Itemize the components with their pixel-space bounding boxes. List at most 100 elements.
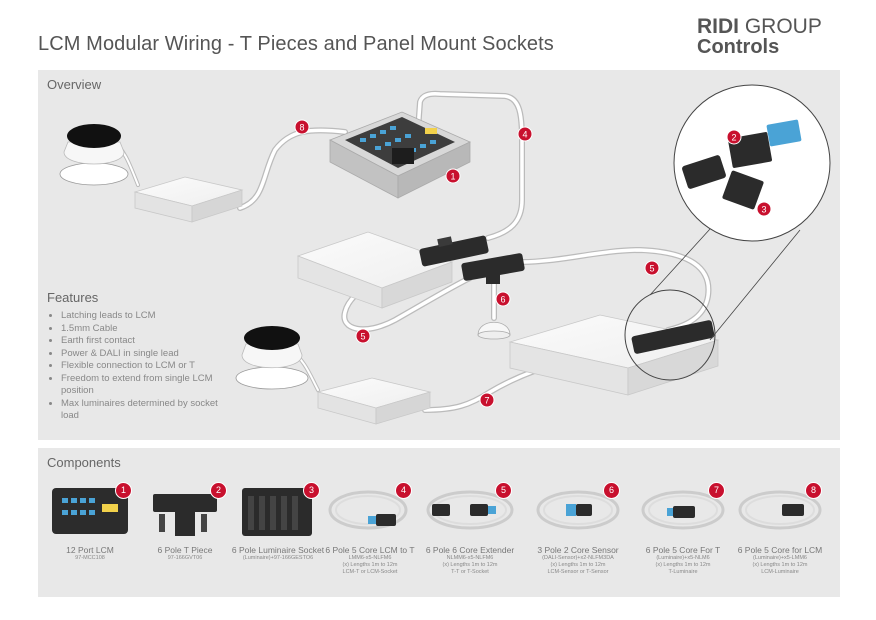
luminaire-socket-icon <box>242 488 312 536</box>
t-piece-icon <box>153 494 217 536</box>
component-code: NLMM6-x5-NLFM6 <box>446 555 494 561</box>
feature-item: 1.5mm Cable <box>61 323 222 336</box>
feature-item: Latching leads to LCM <box>61 310 222 323</box>
callout-3-text: 3 <box>761 205 766 215</box>
page-title: LCM Modular Wiring - T Pieces and Panel … <box>38 33 554 55</box>
callout-2: 2 <box>726 129 742 145</box>
cable-4 <box>415 90 525 241</box>
component-name: 6 Pole 5 Core For T <box>645 545 721 555</box>
component-t-piece: 2 6 Pole T Piece 97-166GVT06 <box>135 470 235 562</box>
component-luminaire-socket: 3 6 Pole Luminaire Socket (Luminaire)+97… <box>228 470 328 562</box>
driver-box-top <box>133 176 244 223</box>
component-name: 6 Pole 5 Core for LCM <box>737 545 823 555</box>
feature-item: Max luminaires determined by socket load <box>61 398 222 423</box>
magnifier-small-circle <box>624 289 716 381</box>
callout-1-text: 1 <box>450 172 455 182</box>
panel-socket <box>631 320 715 354</box>
component-code: LMM6-x5-NLFM6 <box>348 555 392 561</box>
cable-coil-icon <box>536 490 620 530</box>
component-code: (x) Lengths 1m to 12m <box>655 562 711 568</box>
brand-logo: RIDI GROUP Controls <box>697 15 822 58</box>
component-code: T-Luminaire <box>668 569 698 575</box>
component-name: 6 Pole 6 Core Extender <box>425 545 515 555</box>
downlight-icon-bottom <box>235 326 309 390</box>
cable-coil-icon <box>738 490 822 530</box>
brand-subtitle: Controls <box>697 36 780 58</box>
component-code: 97-166GVT06 <box>167 555 203 561</box>
component-lcm-luminaire-cable: 8 6 Pole 5 Core for LCM (Luminaire)+x5-L… <box>730 470 830 576</box>
component-badge: 4 <box>395 482 412 499</box>
overview-title: Overview <box>47 77 102 92</box>
cable-8 <box>237 127 348 211</box>
brand-name-rest: GROUP <box>739 15 822 38</box>
component-code: (Luminaire)+x5-LMM6 <box>753 555 807 561</box>
callout-7-text: 7 <box>484 396 489 406</box>
component-badge: 2 <box>210 482 227 499</box>
callout-5-left: 5 <box>355 328 371 344</box>
t-piece-upper <box>419 235 489 267</box>
component-code: LCM-Luminaire <box>761 569 799 575</box>
callout-6: 6 <box>495 291 511 307</box>
callout-4: 4 <box>517 126 533 142</box>
component-code: LCM-Sensor or T-Sensor <box>547 569 609 575</box>
component-code: 97-MCC108 <box>75 555 105 561</box>
brand-name-bold: RIDI <box>697 15 739 38</box>
callout-6-text: 6 <box>500 295 505 305</box>
feature-item: Power & DALI in single lead <box>61 348 222 361</box>
callout-1: 1 <box>445 168 461 184</box>
component-code: (x) Lengths 1m to 12m <box>442 562 498 568</box>
component-badge: 7 <box>708 482 725 499</box>
component-code: (x) Lengths 1m to 12m <box>342 562 398 568</box>
callout-5-left-text: 5 <box>360 332 365 342</box>
sensor-icon <box>477 322 511 340</box>
driver-box-bottom <box>316 377 432 425</box>
component-code: LCM-T or LCM-Socket <box>342 569 398 575</box>
component-code: T-T or T-Socket <box>451 569 489 575</box>
callouts: 1 2 3 4 5 5 6 7 8 <box>294 119 772 408</box>
callout-5-right: 5 <box>644 260 660 276</box>
component-badge: 1 <box>115 482 132 499</box>
cable-coil-icon <box>641 490 725 530</box>
features-list: Latching leads to LCM 1.5mm Cable Earth … <box>47 310 222 423</box>
feature-item: Freedom to extend from single LCM positi… <box>61 373 222 398</box>
downlight-icon-top <box>59 124 129 186</box>
component-extender-cable: 5 6 Pole 6 Core Extender NLMM6-x5-NLFM6 … <box>420 470 520 576</box>
cable-coil-icon <box>426 490 514 530</box>
callout-2-text: 2 <box>731 133 736 143</box>
component-code: (x) Lengths 1m to 12m <box>550 562 606 568</box>
feature-item: Earth first contact <box>61 335 222 348</box>
features-title: Features <box>47 290 99 305</box>
cable-coil-icon <box>328 490 408 530</box>
callout-7: 7 <box>479 392 495 408</box>
component-code: (x) Lengths 1m to 12m <box>752 562 808 568</box>
features-section: Features Latching leads to LCM 1.5mm Cab… <box>47 290 222 423</box>
component-name: 6 Pole Luminaire Socket <box>231 545 325 555</box>
callout-3: 3 <box>756 201 772 217</box>
component-badge: 8 <box>805 482 822 499</box>
feature-item: Flexible connection to LCM or T <box>61 360 222 373</box>
lcm-unit <box>329 111 471 199</box>
component-sensor-cable: 6 3 Pole 2 Core Sensor (DALI-Sensor)+x2-… <box>528 470 628 576</box>
ceiling-tile-right <box>508 314 720 396</box>
component-lcm-to-t-cable: 4 6 Pole 5 Core LCM to T LMM6-x5-NLFM6 (… <box>320 470 420 576</box>
t-piece-lower <box>461 253 525 284</box>
callout-8: 8 <box>294 119 310 135</box>
components-title: Components <box>47 455 121 470</box>
component-badge: 5 <box>495 482 512 499</box>
component-code: (Luminaire)+x5-NLM6 <box>656 555 710 561</box>
component-badge: 3 <box>303 482 320 499</box>
callout-5-right-text: 5 <box>649 264 654 274</box>
component-name: 3 Pole 2 Core Sensor <box>537 545 619 555</box>
component-t-luminaire-cable: 7 6 Pole 5 Core For T (Luminaire)+x5-NLM… <box>633 470 733 576</box>
component-code: (Luminaire)+97-166GESTO6 <box>242 555 314 561</box>
ceiling-tile-left <box>296 231 454 309</box>
callout-4-text: 4 <box>522 130 527 140</box>
component-name: 6 Pole 5 Core LCM to T <box>325 545 415 555</box>
component-name: 12 Port LCM <box>66 545 114 555</box>
component-name: 6 Pole T Piece <box>157 545 213 555</box>
callout-8-text: 8 <box>299 123 304 133</box>
component-lcm: 1 12 Port LCM 97-MCC108 <box>40 470 140 562</box>
magnifier-detail <box>673 84 831 242</box>
magnifier-lines <box>649 217 801 341</box>
